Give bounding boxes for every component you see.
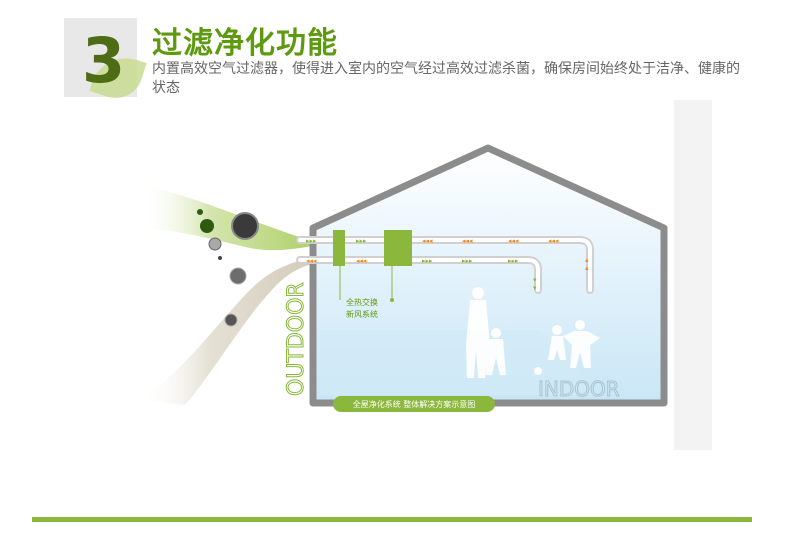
- section-number-badge: 3: [64, 18, 147, 106]
- svg-text:▸▸▸: ▸▸▸: [356, 237, 367, 245]
- svg-text:◂◂◂: ◂◂◂: [306, 257, 317, 265]
- svg-text:▴: ▴: [585, 264, 589, 272]
- svg-text:◂◂◂: ◂◂◂: [462, 237, 473, 245]
- svg-text:◂◂◂: ◂◂◂: [422, 237, 433, 245]
- pollution-particle: [218, 256, 222, 260]
- pollution-particle: [197, 209, 203, 215]
- footer-divider: [32, 517, 752, 522]
- caption-pill: [333, 396, 495, 412]
- pollution-particle: [231, 212, 259, 240]
- polluted-air-stream: [140, 185, 312, 251]
- section-number: 3: [82, 24, 126, 97]
- pollution-particle: [200, 219, 214, 233]
- svg-text:▸▸▸: ▸▸▸: [462, 257, 473, 265]
- airflow-arrows: ▸▸▸ ▸▸▸ ◂◂◂ ◂◂◂ ◂◂◂ ◂◂◂ ◂◂◂ ◂◂◂ ▸▸▸ ▸▸▸ …: [306, 237, 589, 292]
- outdoor-label: OUTDOOR: [284, 282, 309, 396]
- page-description: 内置高效空气过滤器，使得进入室内的空气经过高效过滤杀菌，确保房间始终处于洁净、健…: [152, 61, 740, 96]
- caption-text: 全屋净化系统 整体解决方案示意图: [353, 399, 476, 409]
- pollution-particle: [224, 313, 238, 327]
- svg-text:▸▸▸: ▸▸▸: [508, 257, 519, 265]
- svg-text:◂◂◂: ◂◂◂: [548, 237, 559, 245]
- unit-label-line2: 新风系统: [346, 309, 378, 319]
- side-panel: [674, 100, 712, 450]
- indoor-floor: [320, 330, 600, 395]
- svg-text:◂◂◂: ◂◂◂: [356, 257, 367, 265]
- svg-text:◂◂◂: ◂◂◂: [508, 237, 519, 245]
- svg-text:▸▸▸: ▸▸▸: [306, 237, 317, 245]
- ventilation-unit: [333, 230, 345, 266]
- pollution-particle: [208, 237, 222, 251]
- svg-text:▾: ▾: [533, 284, 537, 292]
- svg-text:▴: ▴: [585, 256, 589, 264]
- page-title: 过滤净化功能: [152, 26, 338, 61]
- indoor-label: INDOOR: [538, 377, 620, 401]
- family-silhouettes: [466, 287, 600, 378]
- svg-text:▾: ▾: [533, 276, 537, 284]
- heat-exchanger-unit: [384, 230, 412, 266]
- svg-text:▸▸▸: ▸▸▸: [422, 257, 433, 265]
- exhaust-air-stream: [140, 258, 312, 405]
- unit-label-line1: 全热交换: [346, 297, 378, 307]
- pollution-particle: [229, 267, 247, 285]
